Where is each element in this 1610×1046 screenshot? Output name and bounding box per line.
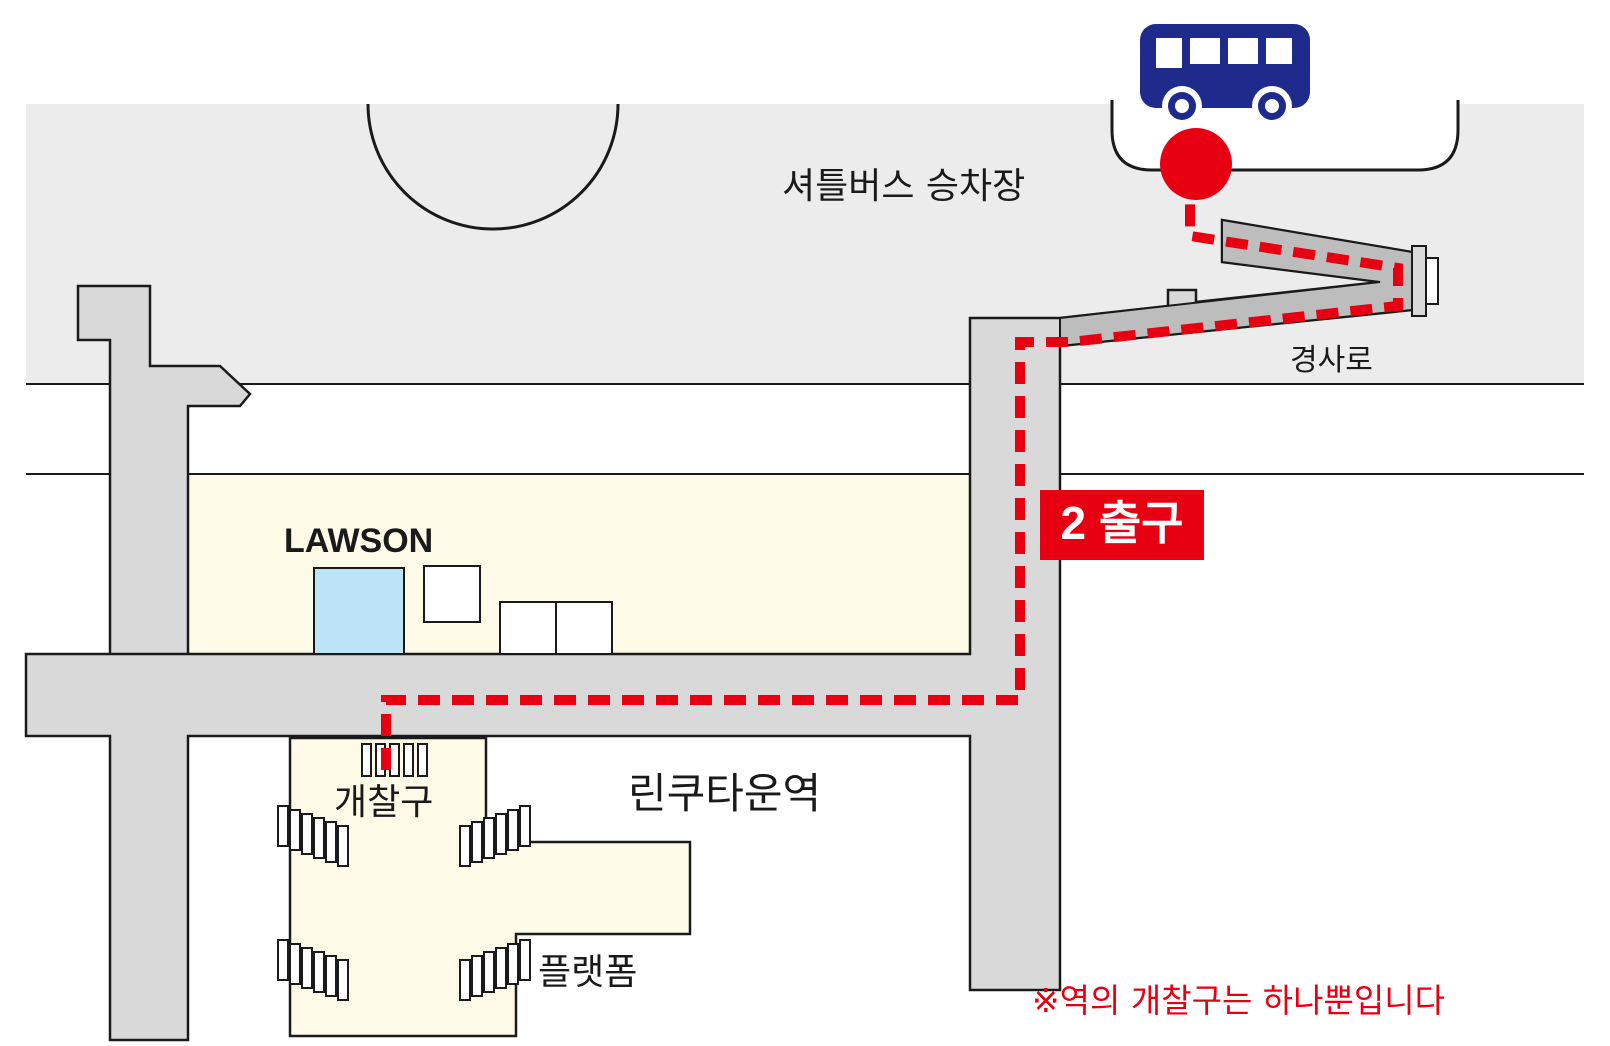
- stairs-upper-left: [277, 805, 349, 867]
- platform-area: [288, 736, 692, 1038]
- ramp-label: 경사로: [1290, 343, 1373, 378]
- stairs-lower-left: [277, 939, 349, 1001]
- exit-label: 2 출구: [1060, 497, 1183, 549]
- road-area-lower: [26, 384, 1584, 474]
- station-label: 린쿠타운역: [628, 769, 821, 818]
- shuttle-stop-label: 셔틀버스 승차장: [782, 166, 1025, 207]
- store-label: LAWSON: [284, 522, 433, 560]
- note-label: ※역의 개찰구는 하나뿐입니다: [1032, 981, 1445, 1020]
- roundabout: [366, 103, 620, 231]
- shelf-2: [499, 601, 557, 655]
- ticket-gates: [361, 743, 428, 777]
- lawson-store: [313, 567, 405, 655]
- shelf-3: [555, 601, 613, 655]
- shelf-1: [423, 565, 481, 623]
- platform-label: 플랫폼: [538, 952, 637, 993]
- ramp-end: [1411, 245, 1427, 317]
- stairs-lower-right: [459, 939, 531, 1001]
- ramp-end-inner: [1425, 257, 1439, 305]
- bus-icon: [1140, 24, 1310, 126]
- exit-badge: [1040, 490, 1204, 560]
- stairs-upper-right: [459, 805, 531, 867]
- ticket-gate-label: 개찰구: [334, 782, 433, 823]
- red-circle-icon: [1160, 128, 1232, 200]
- walking-route: [381, 200, 1403, 770]
